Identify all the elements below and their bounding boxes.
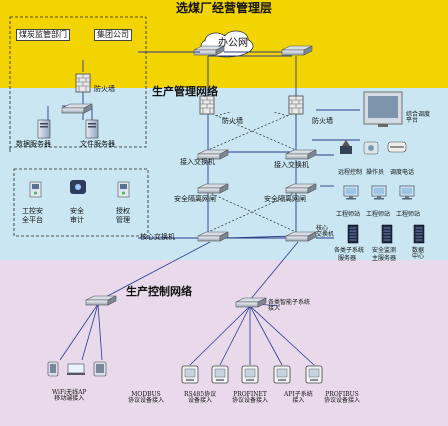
production-mgmt-title: 生产管理网络 [152, 85, 218, 98]
security-audit-label-1: 安全 [70, 207, 84, 215]
firewall-left-label: 防火墙 [222, 117, 243, 125]
data-center-label: 数据 中心 [412, 247, 425, 261]
office-network-label: 办公网 [218, 38, 248, 49]
operator-label: 操作员 [366, 169, 385, 176]
security-gateway-left-label: 安全隔离网闸 [174, 195, 216, 203]
group-company: 集团公司 [94, 29, 132, 42]
engineer-station-2-label: 工程师站 [366, 211, 391, 218]
remote-control-label: 远程控制 [338, 169, 363, 176]
engineer-station-1-label: 工程师站 [336, 211, 361, 218]
file-server-label: 文件服务器 [80, 140, 115, 148]
security-monitor-label: 安全监测 [372, 247, 397, 254]
ics-security-platform-label-2: 全平台 [22, 216, 43, 224]
auth-management-label-1: 授权 [116, 207, 130, 215]
engineer-station-3-label: 工程师站 [396, 211, 421, 218]
wifi-ap-label: WiFi无线AP 移动端接入 [52, 389, 87, 403]
rs485-label: RS485协议 设备接入 [184, 391, 217, 405]
ics-security-platform-label-1: 工控安 [22, 207, 43, 215]
security-gateway-right-label: 安全隔离网闸 [264, 195, 306, 203]
profibus-label: PROFIBUS 协议设备接入 [324, 391, 361, 405]
firewall-right-label: 防火墙 [312, 117, 333, 125]
security-audit-label-2: 审计 [70, 216, 84, 224]
main-server-label: 主服务器 [372, 255, 397, 262]
business-layer-title: 选煤厂经营管理层 [176, 1, 273, 15]
coal-regulator-dept: 煤炭监管部门 [16, 29, 70, 42]
data-server-label: 数据服务器 [16, 140, 51, 148]
smart-subsystem-label: 各类智能子系统 接入 [268, 299, 311, 313]
dispatch-platform-label: 综合调度 平台 [406, 111, 431, 125]
modbus-label: MODBUS 协议设备接入 [128, 391, 165, 405]
top-firewall-label: 防火墙 [94, 85, 115, 93]
core-switch-right-label: 核心 交换机 [316, 225, 335, 239]
production-ctrl-title: 生产控制网络 [126, 285, 192, 298]
profinet-label: PROFINET 协议设备接入 [232, 391, 269, 405]
access-switch-left-label: 接入交换机 [180, 158, 215, 166]
dispatch-phone-label: 调度电话 [390, 169, 415, 176]
production-ctrl-band [0, 260, 448, 426]
auth-management-label-2: 管理 [116, 216, 130, 224]
api-subsystem-label: API子系统 接入 [284, 391, 313, 405]
access-switch-right-label: 接入交换机 [274, 161, 309, 169]
core-switch-left-label: 核心交换机 [140, 233, 175, 241]
subsystem-server-label-2: 服务器 [338, 255, 357, 262]
subsystem-server-label: 各类子系统 [334, 247, 365, 254]
